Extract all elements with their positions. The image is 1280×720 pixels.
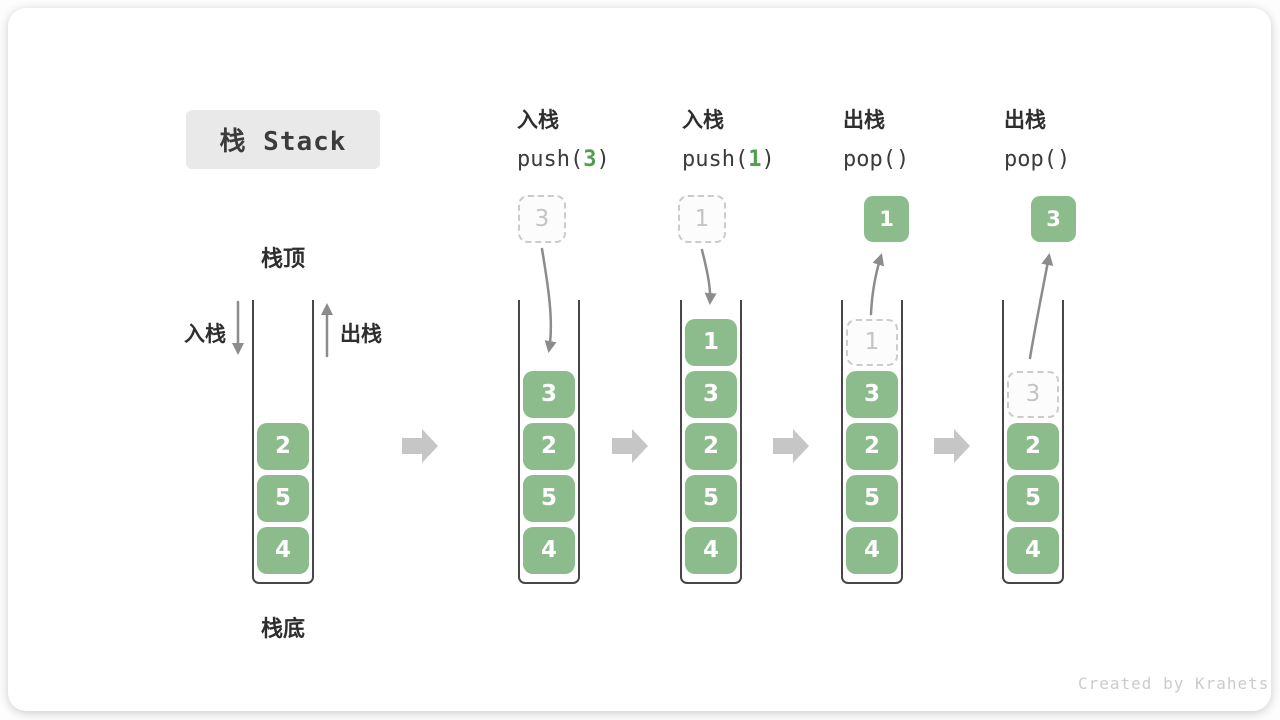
op-code-pre: push( <box>682 147 749 172</box>
stack-block: 4 <box>685 527 737 574</box>
incoming-value-box: 1 <box>678 195 726 243</box>
op-code-post: ) <box>1056 147 1071 172</box>
stack-block: 5 <box>257 475 309 522</box>
stack-block: 5 <box>1007 475 1059 522</box>
stack-block: 4 <box>846 527 898 574</box>
stack-block: 1 <box>685 319 737 366</box>
op-code-post: ) <box>596 147 610 172</box>
popped-value-box: 3 <box>1031 196 1076 242</box>
stack-block: 2 <box>1007 423 1059 470</box>
op-code-label: pop() <box>1004 147 1070 172</box>
stack-block: 4 <box>523 527 575 574</box>
op-label-pop-3: 出栈 pop() <box>1004 104 1070 172</box>
stack-block: 4 <box>257 527 309 574</box>
op-label-push-3: 入栈 push(3) <box>517 104 610 172</box>
stack-block: 5 <box>685 475 737 522</box>
stack-block: 2 <box>523 423 575 470</box>
push-side-label: 入栈 <box>184 322 226 346</box>
stack-block: 3 <box>846 371 898 418</box>
op-cn-label: 出栈 <box>1004 108 1046 132</box>
watermark: Created by Krahets <box>1078 674 1270 693</box>
op-code-post: ) <box>761 147 775 172</box>
stack-bottom-label: 栈底 <box>260 617 305 642</box>
op-code-pre: push( <box>517 147 584 172</box>
op-code-arg: 1 <box>748 147 762 172</box>
stack-block: 3 <box>523 371 575 418</box>
ghost-slot: 3 <box>1007 371 1059 418</box>
op-code-label: push(3) <box>517 147 610 172</box>
op-cn-label: 出栈 <box>843 108 885 132</box>
pop-side-label: 出栈 <box>340 322 382 346</box>
stack-block: 5 <box>523 475 575 522</box>
popped-value-box: 1 <box>864 196 909 242</box>
stack-block: 2 <box>846 423 898 470</box>
stack-block: 5 <box>846 475 898 522</box>
stack-block: 3 <box>685 371 737 418</box>
op-label-pop-1: 出栈 pop() <box>843 104 909 172</box>
stack-block: 2 <box>257 423 309 470</box>
op-code-arg: 3 <box>583 147 597 172</box>
op-code-label: pop() <box>843 147 909 172</box>
op-cn-label: 入栈 <box>517 108 559 132</box>
op-code-pre: pop( <box>1004 147 1057 172</box>
incoming-value-box: 3 <box>518 195 566 243</box>
title-badge: 栈 Stack <box>186 110 380 169</box>
op-label-push-1: 入栈 push(1) <box>682 104 775 172</box>
op-code-pre: pop( <box>843 147 896 172</box>
op-code-post: ) <box>895 147 910 172</box>
stack-block: 2 <box>685 423 737 470</box>
stack-top-label: 栈顶 <box>260 247 305 272</box>
ghost-slot: 1 <box>846 319 898 366</box>
op-code-label: push(1) <box>682 147 775 172</box>
stack-block: 4 <box>1007 527 1059 574</box>
op-cn-label: 入栈 <box>682 108 724 132</box>
